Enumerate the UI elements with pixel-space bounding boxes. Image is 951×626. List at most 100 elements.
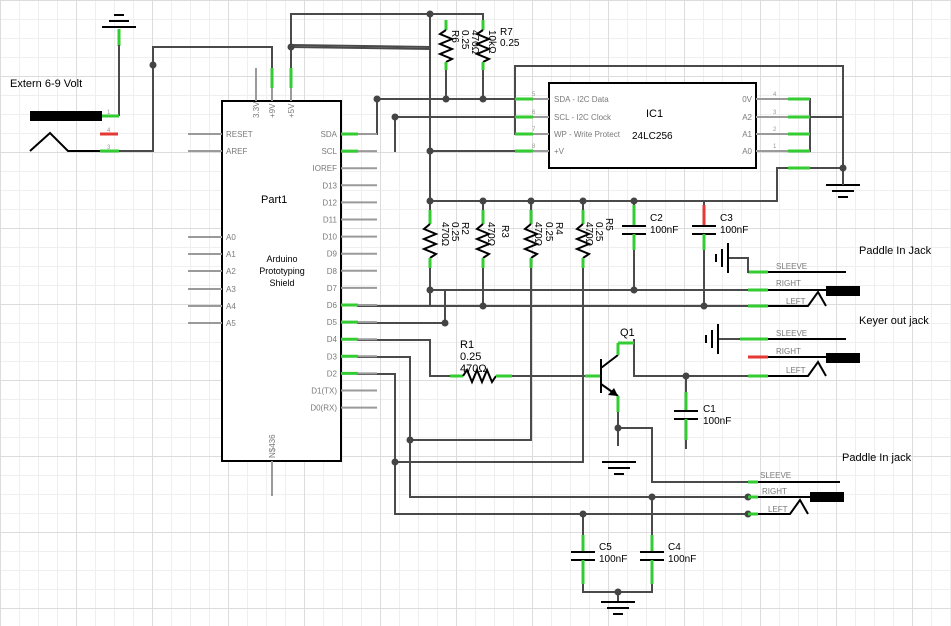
arduino-shield[interactable]: 3.3V +9V +5V N$436 Part1 Arduino Prototy… — [188, 68, 377, 496]
svg-text:C3: C3 — [720, 213, 733, 224]
ic1-name: IC1 — [646, 108, 663, 120]
svg-text:+9V: +9V — [268, 103, 277, 118]
svg-text:0.25: 0.25 — [460, 351, 481, 363]
svg-text:5: 5 — [532, 92, 536, 98]
capacitor-c5[interactable]: C5 100nF — [571, 535, 627, 584]
capacitor-c2[interactable]: C2 100nF — [622, 205, 678, 250]
svg-text:R4: R4 — [553, 222, 564, 235]
ic1-pin-label: WP - Write Protect — [554, 130, 621, 139]
svg-text:470Ω: 470Ω — [532, 222, 543, 247]
svg-text:0.25: 0.25 — [449, 222, 460, 242]
ground-symbol-jack1 — [715, 243, 749, 273]
transistor-q1[interactable]: Q1 — [585, 327, 635, 412]
svg-text:100nF: 100nF — [650, 225, 678, 236]
power-jack-barrel — [30, 111, 102, 121]
arduino-pin-label: D5 — [327, 318, 338, 327]
svg-text:10kΩ: 10kΩ — [486, 30, 497, 54]
svg-text:Keyer out jack: Keyer out jack — [859, 315, 929, 327]
svg-text:1: 1 — [107, 110, 111, 116]
svg-text:Shield: Shield — [269, 278, 294, 288]
arduino-pin-label: D7 — [327, 284, 338, 293]
svg-text:2: 2 — [773, 127, 777, 133]
ic1-pin-label: A0 — [742, 147, 752, 156]
paddle-in-jack-2[interactable]: Paddle In jack SLEEVE RIGHT LEFT — [748, 452, 912, 516]
resistor-r6[interactable]: R6 0.25 470Ω — [437, 20, 480, 70]
capacitor-c1[interactable]: C1 100nF — [674, 392, 731, 440]
svg-text:R5: R5 — [603, 218, 614, 231]
svg-text:100nF: 100nF — [668, 554, 696, 565]
svg-text:470Ω: 470Ω — [469, 30, 480, 55]
svg-text:R1: R1 — [460, 339, 474, 351]
arduino-part-name: Part1 — [261, 194, 287, 206]
svg-text:100nF: 100nF — [599, 554, 627, 565]
paddle-in-jack-1[interactable]: Paddle In Jack SLEEVE RIGHT LEFT — [747, 245, 932, 308]
arduino-pin-label: A2 — [226, 267, 236, 276]
svg-text:100nF: 100nF — [720, 225, 748, 236]
svg-text:RIGHT: RIGHT — [776, 279, 801, 288]
arduino-pin-label: SDA — [321, 130, 338, 139]
svg-text:RIGHT: RIGHT — [776, 347, 801, 356]
svg-text:R3: R3 — [499, 225, 510, 238]
svg-text:470Ω: 470Ω — [439, 222, 450, 247]
arduino-pin-label: IOREF — [313, 164, 338, 173]
arduino-pin-label: D6 — [327, 301, 338, 310]
resistor-r3[interactable]: 470Ω R3 — [474, 210, 510, 268]
svg-text:8: 8 — [532, 144, 536, 150]
resistor-r7[interactable]: R7 0.25 10kΩ — [474, 20, 520, 70]
svg-text:6: 6 — [532, 110, 536, 116]
svg-text:470Ω: 470Ω — [583, 222, 594, 247]
capacitor-c3[interactable]: C3 100nF — [692, 205, 748, 250]
ground-symbol-bottom — [601, 601, 635, 615]
keyer-out-jack[interactable]: Keyer out jack SLEEVE RIGHT LEFT — [740, 315, 929, 378]
arduino-pin-label: AREF — [226, 147, 247, 156]
svg-text:3: 3 — [107, 145, 111, 151]
arduino-pin-label: D0(RX) — [310, 404, 337, 413]
svg-text:100nF: 100nF — [703, 416, 731, 427]
svg-text:7: 7 — [532, 127, 536, 133]
svg-text:LEFT: LEFT — [786, 366, 806, 375]
arduino-pin-label: D3 — [327, 352, 338, 361]
ic1-pin-label: +V — [554, 147, 565, 156]
ic1-pin-label: SCL - I2C Clock — [554, 113, 612, 122]
ground-symbol-q1 — [602, 461, 636, 475]
arduino-pin-label: RESET — [226, 130, 253, 139]
capacitor-c4[interactable]: C4 100nF — [640, 535, 696, 584]
svg-text:Q1: Q1 — [620, 327, 635, 339]
svg-text:470Ω: 470Ω — [485, 222, 496, 247]
ground-symbol-jack2 — [705, 324, 741, 354]
svg-text:Paddle In jack: Paddle In jack — [842, 452, 912, 464]
resistor-r5[interactable]: 470Ω 0.25 R5 — [574, 210, 614, 268]
ground-symbol-top — [102, 14, 136, 46]
svg-text:0.25: 0.25 — [543, 222, 554, 242]
resistor-r2[interactable]: 470Ω 0.25 R2 — [421, 210, 470, 268]
arduino-pin-label: D2 — [327, 369, 338, 378]
svg-text:470Ω: 470Ω — [460, 363, 487, 375]
svg-text:C5: C5 — [599, 542, 612, 553]
ic1-pin-label: A1 — [742, 130, 752, 139]
resistor-r4[interactable]: 470Ω 0.25 R4 — [522, 210, 564, 268]
svg-text:R6: R6 — [449, 30, 460, 43]
svg-text:Paddle In Jack: Paddle In Jack — [859, 245, 932, 257]
svg-text:C4: C4 — [668, 542, 681, 553]
arduino-pin-label: D13 — [322, 181, 337, 190]
resistor-r1[interactable]: R1 0.25 470Ω — [450, 339, 512, 385]
arduino-pin-label: A1 — [226, 250, 236, 259]
arduino-pin-label: D11 — [323, 216, 338, 225]
ic1-part: 24LC256 — [632, 131, 673, 142]
arduino-pin-label: D8 — [327, 267, 338, 276]
svg-text:SLEEVE: SLEEVE — [776, 329, 807, 338]
svg-text:C1: C1 — [703, 404, 716, 415]
svg-text:3.3V: 3.3V — [252, 101, 261, 118]
svg-text:4: 4 — [107, 128, 111, 134]
ic1-pin-label: 0V — [742, 95, 752, 104]
arduino-pin-label: D10 — [322, 233, 337, 242]
svg-text:R7: R7 — [500, 27, 513, 38]
arduino-pin-label: A5 — [226, 319, 236, 328]
wires — [118, 13, 844, 601]
svg-text:LEFT: LEFT — [786, 297, 806, 306]
svg-text:0.25: 0.25 — [459, 30, 470, 50]
